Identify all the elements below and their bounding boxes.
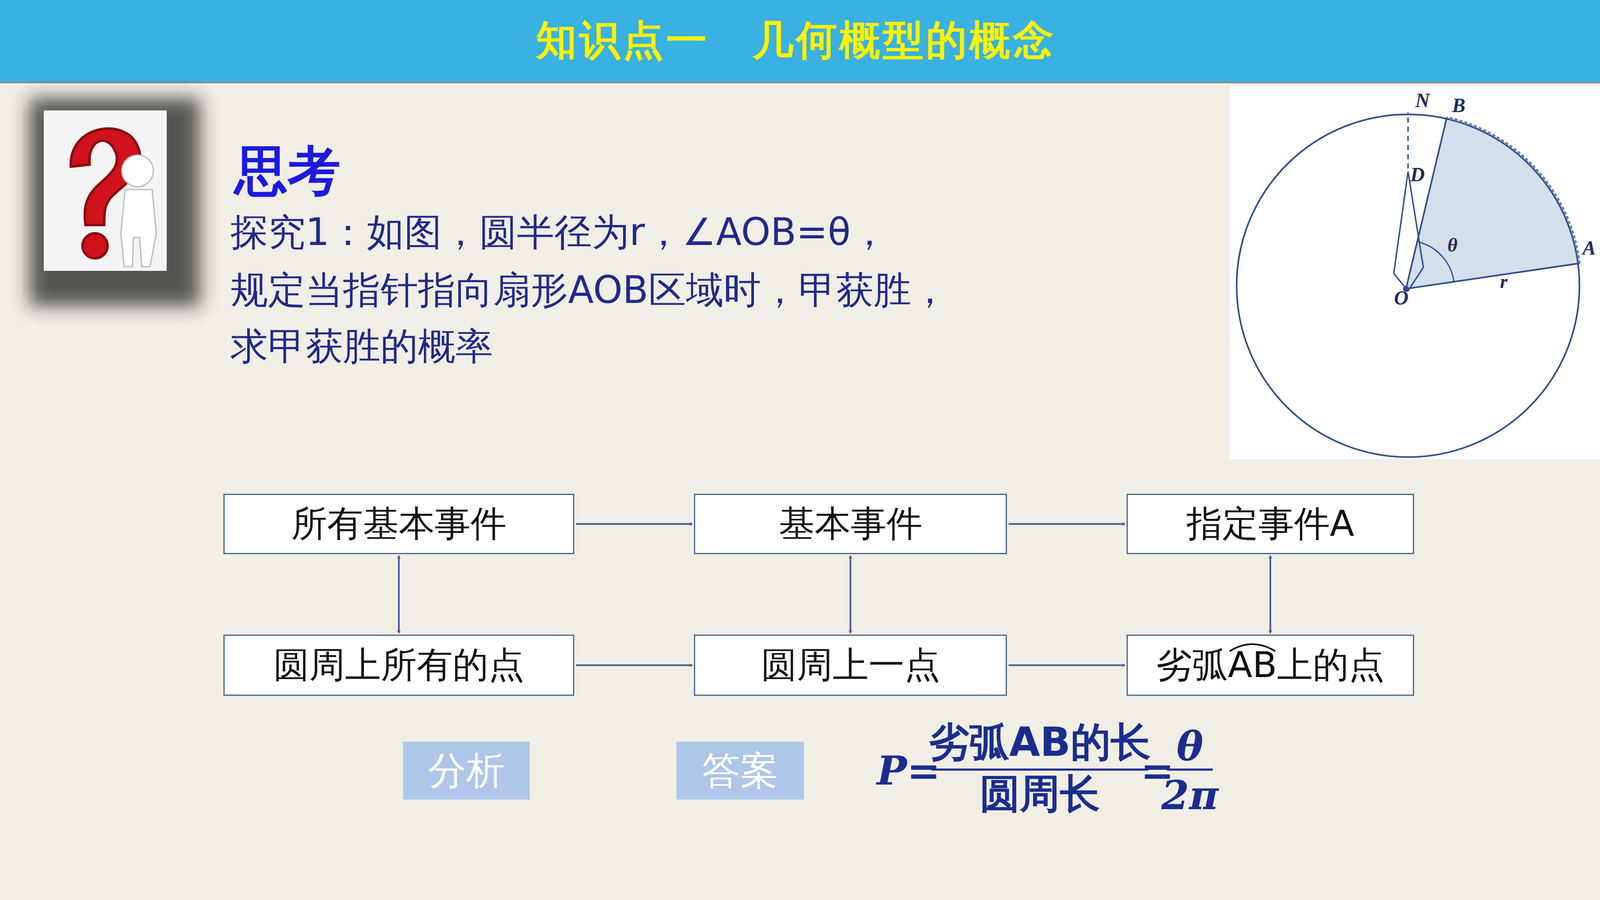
radius-oa bbox=[1406, 263, 1580, 289]
arc-ab bbox=[1446, 117, 1580, 264]
process-box: 圆周上一点 bbox=[693, 634, 1007, 697]
heading: 思考 bbox=[234, 136, 341, 208]
box-text: 指定事件A bbox=[1186, 499, 1355, 549]
question-dot bbox=[82, 233, 108, 259]
connector-arrow bbox=[575, 523, 693, 526]
process-box: 指定事件A bbox=[1126, 493, 1415, 555]
angle-label: θ bbox=[1447, 234, 1458, 257]
question-text: 求甲获胜的概率 bbox=[230, 321, 494, 373]
box-text: 基本事件 bbox=[778, 499, 923, 549]
icon-shadow bbox=[29, 97, 201, 307]
fraction-bar bbox=[931, 768, 1149, 772]
connector-arrow bbox=[1269, 555, 1272, 634]
point-label: B bbox=[1452, 93, 1466, 117]
icon-card bbox=[43, 110, 167, 271]
figure-panel bbox=[1229, 85, 1600, 460]
pointer bbox=[1393, 171, 1424, 291]
connector-arrow bbox=[1008, 523, 1125, 526]
box-text: 圆周上所有的点 bbox=[273, 641, 525, 690]
process-box: 所有基本事件 bbox=[223, 493, 575, 555]
formula-numerator: 劣弧AB的长 bbox=[928, 716, 1151, 771]
connector-arrow bbox=[849, 555, 852, 634]
formula-denominator: 2π bbox=[1161, 771, 1219, 819]
point-label: D bbox=[1410, 162, 1425, 186]
dashed-line bbox=[1407, 112, 1409, 169]
box-text: 劣弧AB上的点 bbox=[1156, 641, 1385, 690]
question-text: 规定当指针指向扇形AOB区域时，甲获胜， bbox=[230, 265, 949, 316]
formula-denominator: 圆周长 bbox=[979, 767, 1100, 822]
sector-aob bbox=[1406, 117, 1580, 289]
process-box: 圆周上所有的点 bbox=[223, 634, 575, 697]
connector-arrow bbox=[398, 555, 400, 634]
button-box: 分析 bbox=[403, 741, 530, 800]
length-label: r bbox=[1499, 270, 1508, 293]
box-text: 分析 bbox=[428, 745, 505, 797]
question-text: 探究1：如图，圆半径为r，∠AOB=θ， bbox=[230, 207, 889, 258]
point-label: O bbox=[1394, 286, 1409, 310]
formula-numerator: θ bbox=[1176, 722, 1204, 770]
radius-ob bbox=[1406, 117, 1448, 289]
connector-arrow bbox=[1008, 664, 1125, 667]
button-box: 答案 bbox=[676, 741, 804, 800]
connector-arrow bbox=[575, 664, 693, 667]
slide-title: 知识点一 几何概型的概念 bbox=[535, 13, 1057, 69]
process-box: 基本事件 bbox=[693, 493, 1007, 555]
figure-body bbox=[120, 189, 157, 267]
box-text: 圆周上一点 bbox=[761, 641, 941, 690]
figure-head bbox=[121, 155, 154, 187]
box-text: 所有基本事件 bbox=[291, 499, 507, 549]
arc-symbol bbox=[1229, 644, 1276, 652]
process-box: 劣弧AB上的点 bbox=[1126, 634, 1415, 697]
point-label: N bbox=[1415, 88, 1430, 112]
point-label: A bbox=[1582, 236, 1596, 260]
box-text: 答案 bbox=[701, 745, 779, 797]
